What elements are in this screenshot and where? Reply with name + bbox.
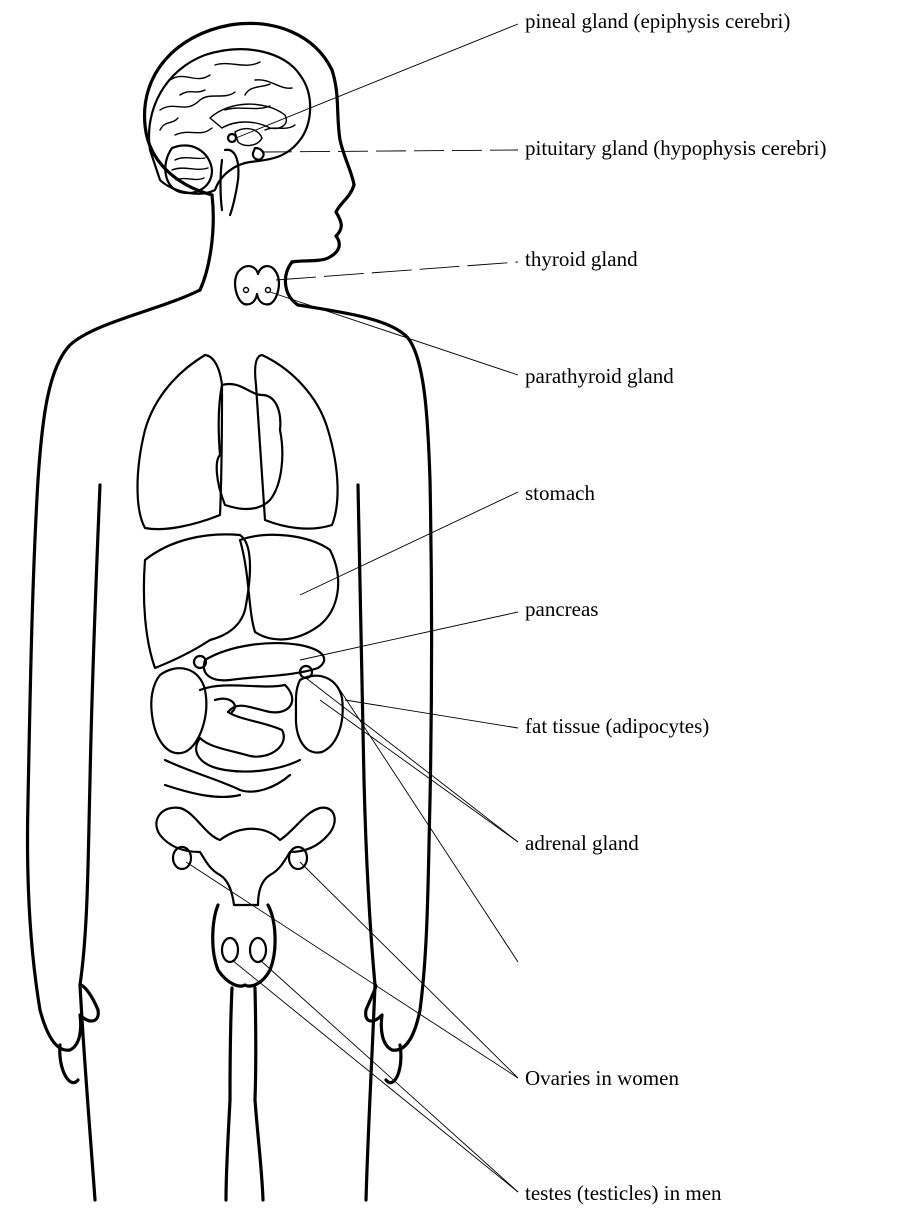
label-pineal-gland: pineal gland (epiphysis cerebri) [525, 9, 790, 33]
right-testis [250, 938, 266, 962]
pituitary-gland-shape [253, 148, 264, 160]
parathyroid-dot-left [244, 288, 249, 293]
thorax-organs [138, 355, 338, 529]
label-adrenal-gland: adrenal gland [525, 831, 639, 855]
right-inner-arm [358, 485, 375, 985]
pancreas-shape [204, 643, 324, 680]
right-leg-inner [255, 1100, 263, 1200]
leader-pituitary [262, 150, 518, 152]
leader-adrenal-2 [320, 700, 518, 842]
brainstem [221, 150, 239, 215]
label-thyroid-gland: thyroid gland [525, 247, 638, 271]
thyroid [235, 266, 279, 304]
leader-ovary-left [186, 862, 518, 1078]
left-arm-outline [28, 290, 201, 1010]
left-leg-inner [226, 1100, 230, 1200]
heart [217, 384, 283, 509]
label-testes: testes (testicles) in men [525, 1181, 722, 1205]
leader-pineal [236, 24, 518, 138]
abdomen-organs [144, 534, 343, 797]
label-pancreas: pancreas [525, 597, 598, 621]
right-arm-outline [298, 305, 432, 1010]
leader-parathyroid [270, 292, 518, 375]
neck-right [285, 262, 298, 305]
leader-stomach [300, 492, 518, 595]
stomach-shape [240, 535, 338, 640]
reproductive-organs [156, 808, 334, 1100]
left-leg-outer [80, 985, 95, 1200]
leader-testis-right [260, 960, 518, 1192]
label-ovaries: Ovaries in women [525, 1066, 679, 1090]
leader-thyroid [276, 262, 518, 280]
pineal-gland-shape [228, 134, 236, 142]
brain [149, 49, 310, 215]
neck-left [200, 195, 213, 290]
label-parathyroid-gland: parathyroid gland [525, 364, 674, 388]
labels: pineal gland (epiphysis cerebri) pituita… [525, 9, 827, 1205]
leader-adrenal-1 [306, 678, 518, 842]
left-hand [40, 985, 98, 1050]
label-pituitary-gland: pituitary gland (hypophysis cerebri) [525, 136, 827, 160]
leader-pancreas [300, 612, 518, 660]
parathyroid-dot-right [266, 288, 271, 293]
left-inner-arm [80, 485, 100, 985]
thyroid-gland-shape [235, 266, 279, 304]
brain-gyri [160, 62, 295, 135]
cerebellum-folds [172, 158, 208, 180]
face-profile [292, 185, 354, 262]
leader-ovary-right [300, 862, 518, 1078]
intestines [165, 685, 300, 797]
label-stomach: stomach [525, 481, 595, 505]
right-kidney [296, 676, 343, 753]
penis-outline [230, 988, 256, 1100]
left-testis [222, 938, 238, 962]
label-fat-tissue: fat tissue (adipocytes) [525, 714, 709, 738]
left-lung [138, 355, 223, 529]
